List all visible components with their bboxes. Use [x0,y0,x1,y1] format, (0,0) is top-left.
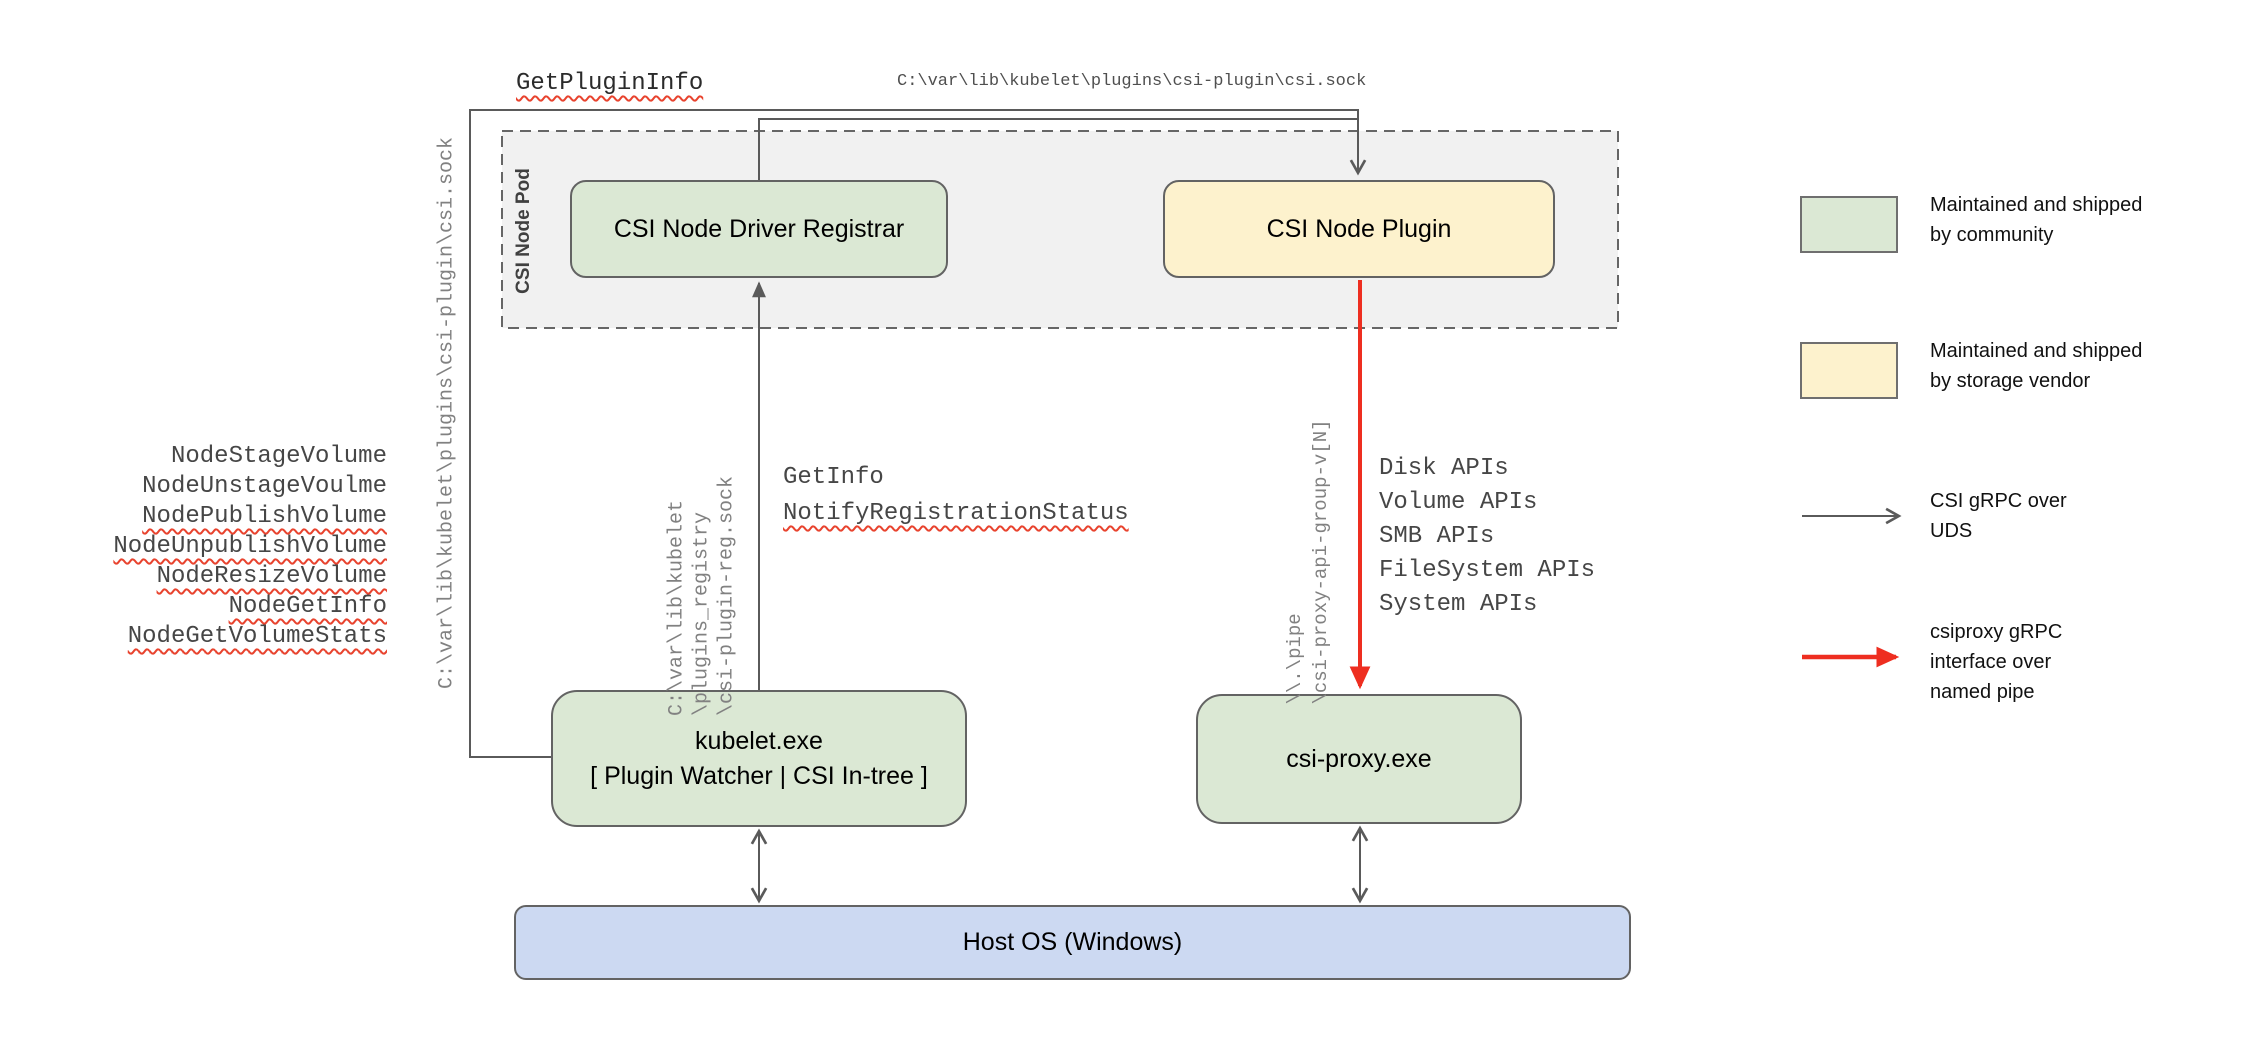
legend-vendor-label: Maintained and shipped by storage vendor [1930,340,2143,392]
plugin-box-label: CSI Node Plugin [1266,214,1452,243]
node-method: NodeGetInfo [228,593,387,620]
legend-community-label: Maintained and shipped by community [1930,194,2143,246]
csi-proxy-box-label: csi-proxy.exe [1286,744,1432,773]
get-plugin-info-label[interactable]: GetPluginInfo [516,70,704,97]
proxy-api: SMB APIs [1379,523,1495,550]
legend-vendor-swatch[interactable] [1800,342,1898,399]
registrar-box-label: CSI Node Driver Registrar [613,214,905,243]
csi-node-driver-registrar-box[interactable]: CSI Node Driver Registrar [570,180,948,278]
node-method: NodePublishVolume [142,503,387,530]
csi-sock-vertical-path-label[interactable]: C:\var\lib\kubelet\plugins\csi-plugin\cs… [435,136,459,690]
kubelet-box[interactable]: kubelet.exe [ Plugin Watcher | CSI In-tr… [551,690,967,827]
node-method: NodeUnpublishVolume [113,533,387,560]
registration-method: NotifyRegistrationStatus [783,500,1129,527]
host-os-box[interactable]: Host OS (Windows) [514,905,1631,980]
proxy-api: System APIs [1379,591,1538,618]
csi-sock-path-label[interactable]: C:\var\lib\kubelet\plugins\csi-plugin\cs… [897,72,1367,91]
legend-uds-label: CSI gRPC over UDS [1930,490,2067,542]
plugin-registry-sock-path-label[interactable]: C:\var\lib\kubelet \plugins_registry \cs… [665,475,739,717]
legend-namedpipe-label: csiproxy gRPC interface over named pipe [1930,621,2063,703]
named-pipe-path-label[interactable]: \\.\pipe \csi-proxy-api-group-v[N] [1284,419,1332,705]
proxy-api: Volume APIs [1379,489,1538,516]
csi-proxy-box[interactable]: csi-proxy.exe [1196,694,1522,824]
registration-method: GetInfo [783,464,884,491]
node-method: NodeResizeVolume [156,563,387,590]
proxy-api-list[interactable]: Disk APIs Volume APIs SMB APIs FileSyste… [1379,452,1595,622]
registrar-to-plugin-connector[interactable] [758,118,1357,181]
csi-node-pod-label[interactable]: CSI Node Pod [513,168,534,294]
kubelet-to-plugin-uds-connector[interactable] [469,109,1367,758]
node-method: NodeUnstageVoulme [142,473,387,500]
legend-community-swatch[interactable] [1800,196,1898,253]
proxy-api: FileSystem APIs [1379,557,1596,584]
node-method: NodeStageVolume [170,443,387,470]
kubelet-box-label: kubelet.exe [ Plugin Watcher | CSI In-tr… [590,726,928,790]
csi-node-plugin-box[interactable]: CSI Node Plugin [1163,180,1555,278]
proxy-api: Disk APIs [1379,455,1509,482]
registration-method-list[interactable]: GetInfo NotifyRegistrationStatus [783,460,1129,532]
host-os-box-label: Host OS (Windows) [962,928,1183,956]
node-method-list[interactable]: NodeStageVolume NodeUnstageVoulme NodePu… [85,442,387,652]
node-method: NodeGetVolumeStats [127,623,387,650]
